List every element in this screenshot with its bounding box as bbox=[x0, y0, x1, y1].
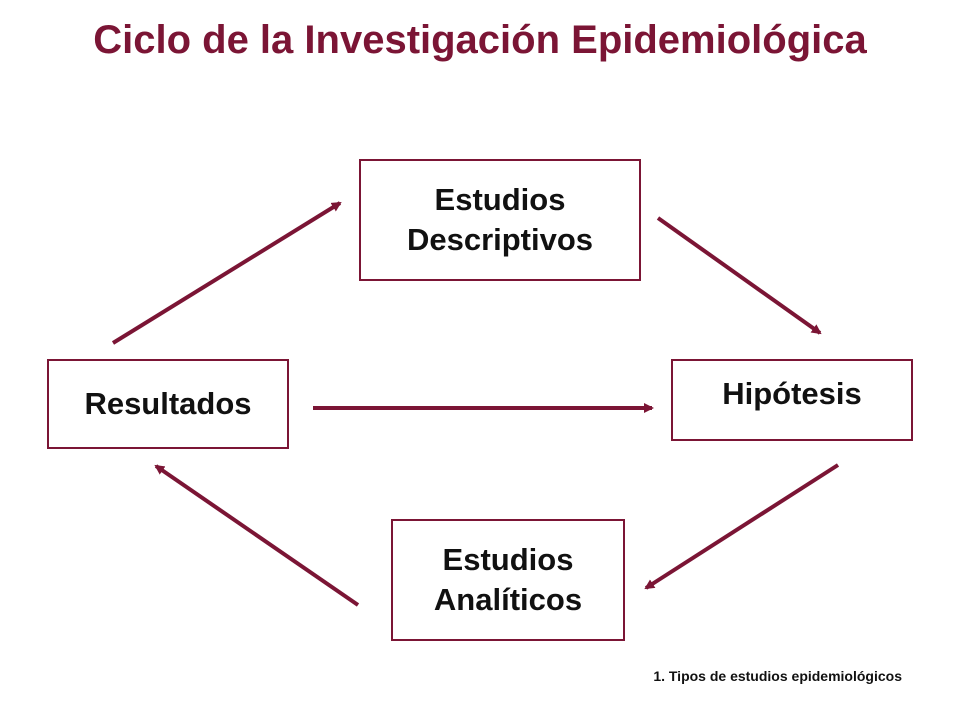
node-label-line2: Descriptivos bbox=[406, 222, 594, 257]
node-label-line1: Estudios bbox=[434, 182, 566, 217]
diagram-title: Ciclo de la Investigación Epidemiológica bbox=[93, 18, 867, 62]
arrow-descriptivos-to-hipotesis bbox=[656, 216, 822, 335]
footnote: 1. Tipos de estudios epidemiológicos bbox=[653, 668, 902, 684]
node-label-line2: Analíticos bbox=[433, 582, 583, 617]
node-estudios-descriptivos: Estudios Descriptivos bbox=[359, 159, 641, 281]
node-hipotesis: Hipótesis bbox=[671, 359, 913, 441]
arrow-resultados-to-descriptivos bbox=[111, 201, 342, 345]
node-estudios-analiticos: Estudios Analíticos bbox=[391, 519, 625, 641]
node-label-line1: Estudios bbox=[442, 542, 574, 577]
node-label: Hipótesis bbox=[722, 376, 862, 411]
arrow-analiticos-to-resultados bbox=[154, 464, 360, 607]
node-resultados: Resultados bbox=[47, 359, 289, 449]
node-label: Resultados bbox=[84, 386, 252, 421]
arrow-hipotesis-to-analiticos bbox=[644, 463, 840, 590]
